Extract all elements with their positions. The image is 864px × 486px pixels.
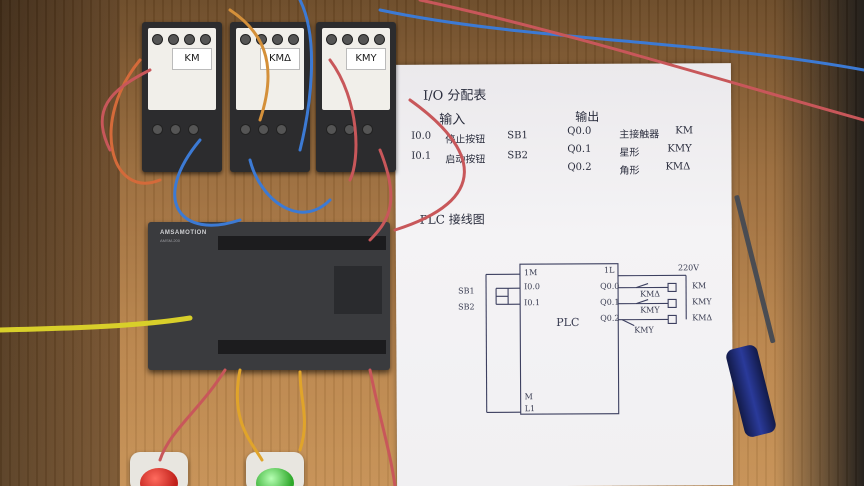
terminal [288, 34, 299, 45]
terminal [188, 124, 199, 135]
pushbutton-green [246, 452, 304, 486]
terminal [326, 34, 337, 45]
terminal [276, 124, 287, 135]
contactor-kmd: KMΔ [230, 22, 310, 172]
pushbutton-cap [256, 468, 294, 486]
terminal [168, 34, 179, 45]
terminal [374, 34, 385, 45]
terminal [362, 124, 373, 135]
plc-brand: AMSAMOTION [160, 230, 207, 236]
shadow-right [774, 0, 864, 486]
handwritten-sheet: I/O 分配表 输入 输出 I0.0 停止按钮 SB1 I0.1 启动按钮 SB… [394, 63, 734, 486]
contactor-tag-km: KM [172, 48, 212, 70]
terminal [358, 34, 369, 45]
ethernet-cable [0, 315, 193, 333]
terminal [240, 124, 251, 135]
plc-top-terminals [218, 236, 386, 250]
wiring-diagram [485, 263, 687, 415]
shadow-left [0, 0, 120, 486]
terminal [152, 34, 163, 45]
terminal [240, 34, 251, 45]
terminal [152, 124, 163, 135]
terminal [342, 34, 353, 45]
plc-cover [334, 266, 382, 314]
contactor-tag-kmd: KMΔ [260, 48, 300, 70]
plc-bottom-terminals [218, 340, 386, 354]
pushbutton-red [130, 452, 188, 486]
contactor-kmy: KMY [316, 22, 396, 172]
contactor-tag-kmy: KMY [346, 48, 386, 70]
plc-model: AMSM-200 [160, 238, 181, 243]
terminal [258, 124, 269, 135]
plc-unit: AMSAMOTION AMSM-200 [148, 222, 390, 370]
terminal [272, 34, 283, 45]
terminal [170, 124, 181, 135]
terminal [184, 34, 195, 45]
terminal [326, 124, 337, 135]
terminal [200, 34, 211, 45]
pushbutton-cap [140, 468, 178, 486]
contactor-km: KM [142, 22, 222, 172]
